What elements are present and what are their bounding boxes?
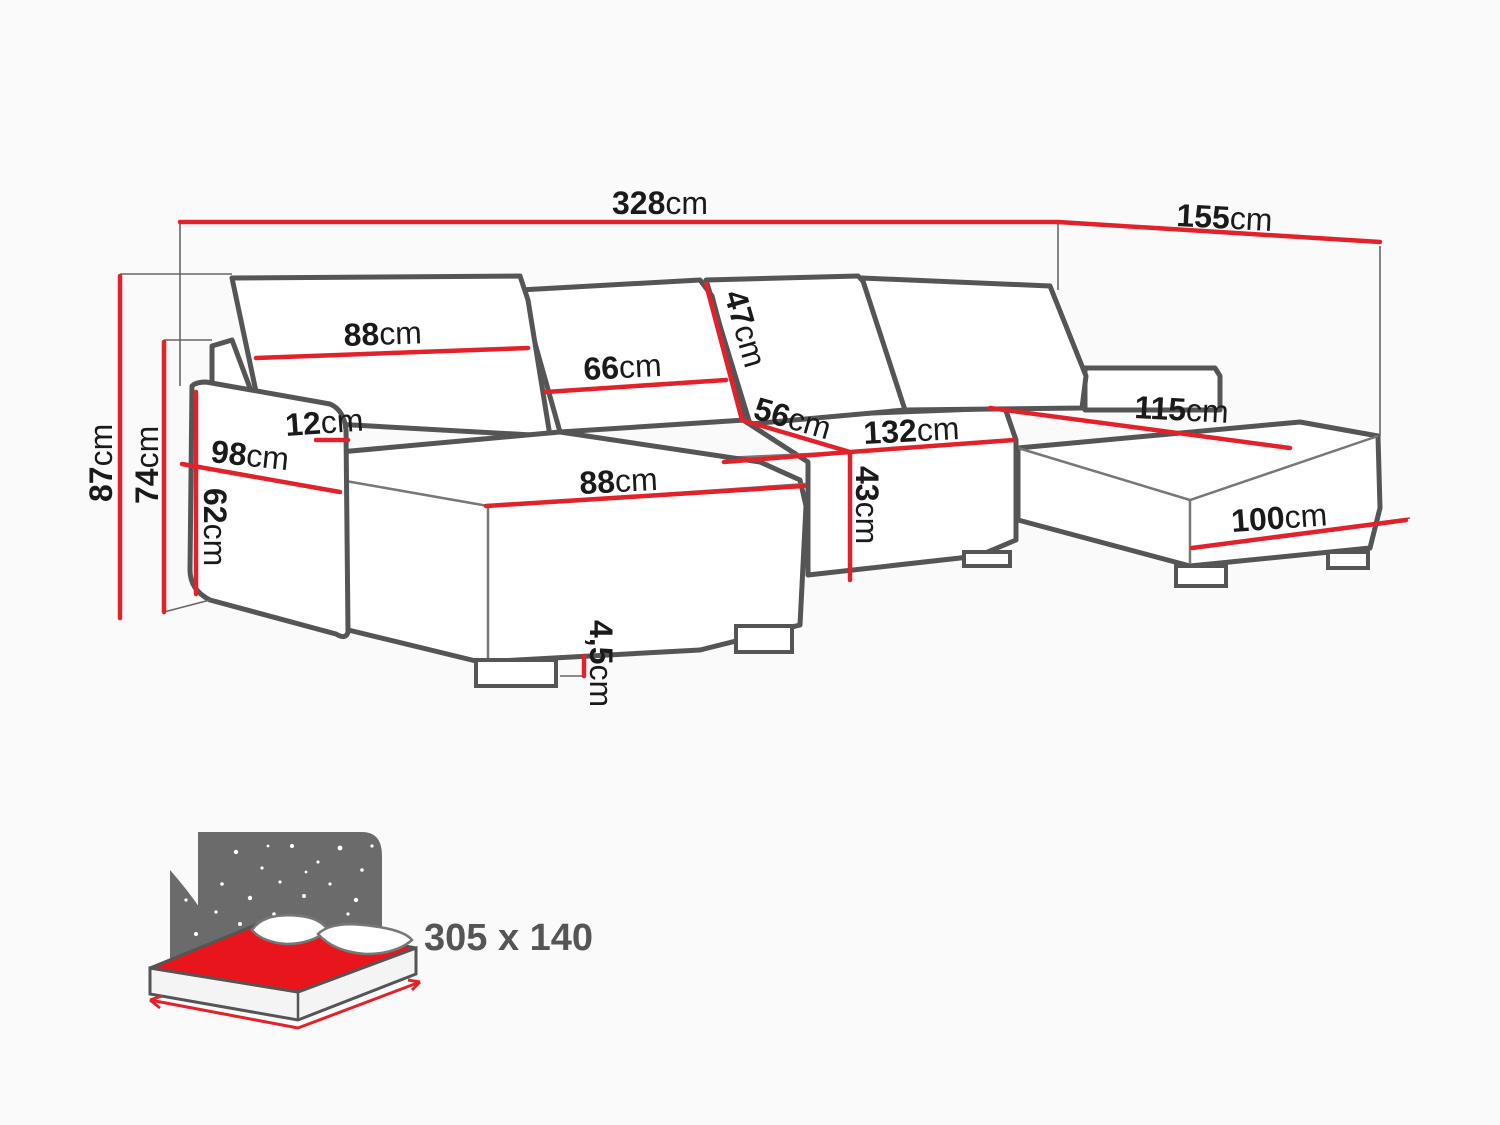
- leg-middle-back: [962, 550, 1012, 568]
- label-height-back: 74cm: [129, 426, 165, 504]
- label-height-total: 87cm: [83, 424, 119, 502]
- label-chaise-depth: 155cm: [1176, 197, 1274, 238]
- dimline-cushion-height: [703, 281, 745, 423]
- back-cushion-center: [517, 277, 748, 435]
- label-chaise-left: 88cm: [578, 461, 658, 501]
- leg-right-front: [1174, 564, 1228, 588]
- dimline-cushion-mid: [543, 377, 729, 395]
- dimline-cushion-left: [253, 345, 531, 361]
- dimline-chaise-left: [483, 483, 807, 509]
- label-armrest-width: 12cm: [284, 402, 365, 443]
- label-middle-width: 132cm: [862, 410, 960, 451]
- leg-front-middle: [734, 624, 794, 654]
- label-cushion-mid: 66cm: [582, 347, 662, 387]
- dimline-chaise-right-length: [987, 405, 1293, 451]
- pillow-right: [316, 923, 414, 956]
- label-leg-height: 4,5cm: [583, 620, 619, 707]
- night-stars-icon: [184, 844, 374, 936]
- label-armrest-depth: 98cm: [209, 433, 291, 477]
- label-armrest-height: 62cm: [197, 488, 233, 566]
- left-armrest: [187, 379, 351, 640]
- leg-front-left: [474, 658, 558, 688]
- label-seat-height: 43cm: [849, 466, 885, 544]
- label-chaise-right-width: 100cm: [1230, 496, 1328, 539]
- left-chaise-body: [337, 429, 809, 665]
- back-cushion-right: [859, 275, 1089, 413]
- sofa-drawing: [187, 273, 1383, 688]
- dimline-seat-depth: [739, 417, 853, 455]
- dimline-chaise-depth: [1055, 219, 1383, 245]
- bed-arrow-head-right: [407, 978, 422, 992]
- dimline-chaise-right-width: [1189, 517, 1409, 551]
- guide-74-bottom: [163, 599, 211, 613]
- label-total-width: 328cm: [612, 185, 708, 221]
- leg-right-back: [1326, 550, 1370, 570]
- bed-size-label: 305 x 140: [424, 917, 593, 959]
- dimline-armrest-depth: [179, 461, 343, 495]
- sleeping-bed-icon: [148, 832, 422, 1030]
- label-cushion-left: 88cm: [343, 314, 422, 353]
- middle-seat-block: [737, 405, 1019, 578]
- bed-arrow-head-left: [149, 994, 163, 1010]
- dimension-lines: [117, 219, 1409, 679]
- label-chaise-right-length: 115cm: [1134, 389, 1230, 430]
- bed-size-arrow: [149, 980, 421, 1030]
- right-chaise-body: [1015, 419, 1383, 569]
